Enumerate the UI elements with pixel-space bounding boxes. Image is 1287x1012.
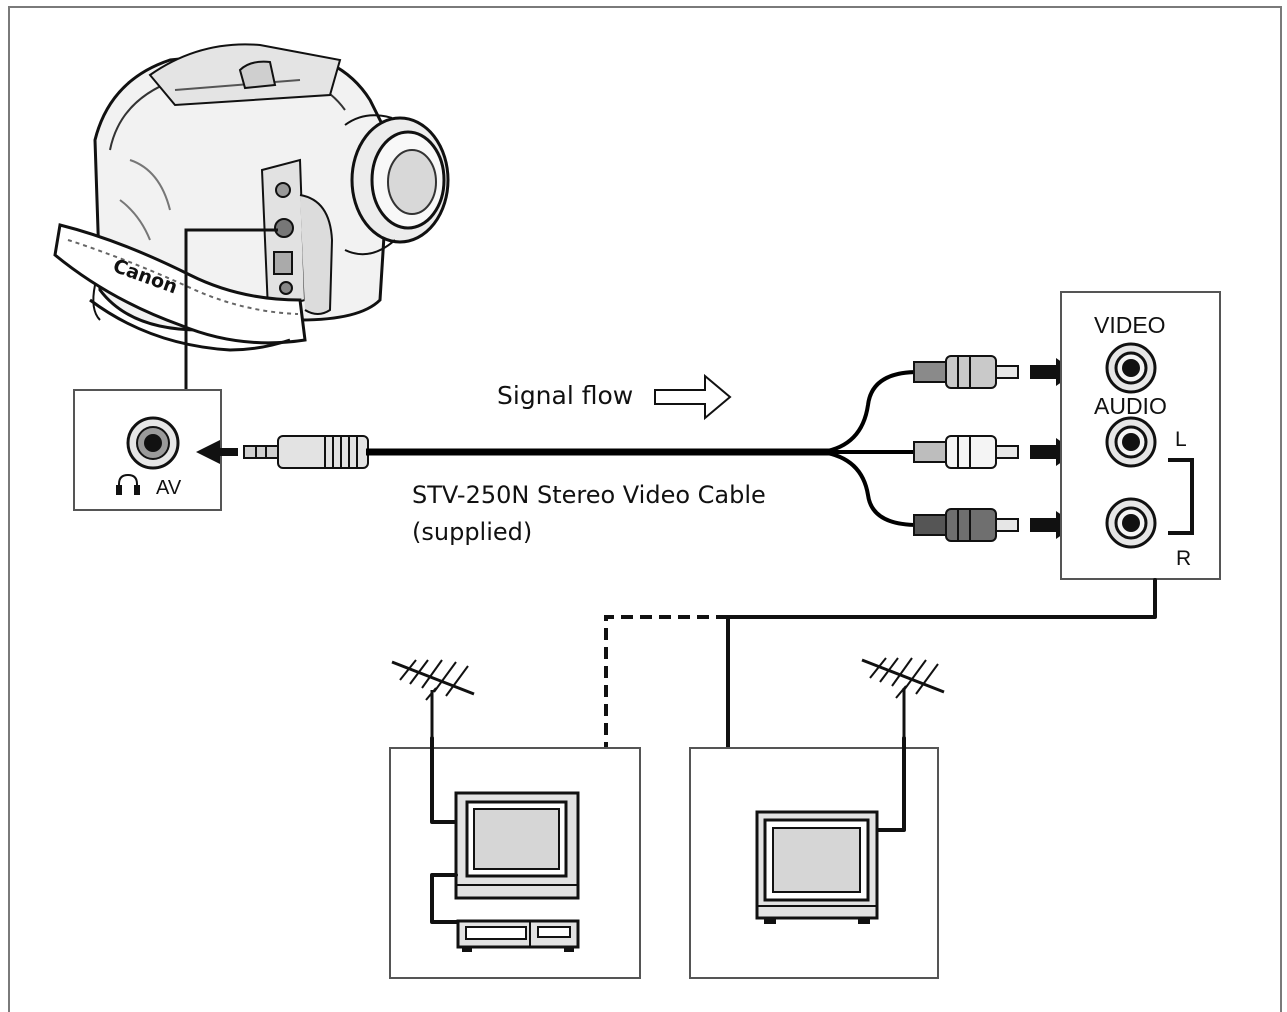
av-port-leader-line bbox=[184, 228, 278, 392]
vcr-icon bbox=[456, 919, 580, 952]
headphones-icon bbox=[116, 473, 140, 495]
audio-right-label: R bbox=[1176, 547, 1191, 570]
tv-input-panel: VIDEO AUDIO L R bbox=[1060, 291, 1221, 580]
av-input-arrow bbox=[196, 440, 238, 464]
tv-left-icon bbox=[454, 791, 580, 900]
rca-plug-video bbox=[913, 355, 1019, 389]
audio-input-label: AUDIO bbox=[1094, 393, 1167, 419]
av-port-label: AV bbox=[156, 477, 182, 499]
antenna-right-icon bbox=[861, 657, 945, 740]
cable-name-label: STV-250N Stereo Video Cable bbox=[412, 481, 766, 509]
av-terminal-box: AV bbox=[73, 389, 222, 511]
tv-right-icon bbox=[755, 810, 879, 924]
audio-left-label: L bbox=[1175, 428, 1187, 451]
stereo-bracket bbox=[1168, 458, 1194, 535]
rca-plug-audio-left bbox=[913, 435, 1019, 469]
signal-flow-label: Signal flow bbox=[497, 381, 633, 410]
rca-plug-audio-right bbox=[913, 508, 1019, 542]
camcorder-illustration: Canon bbox=[53, 43, 450, 352]
antenna-left-icon bbox=[391, 659, 475, 740]
video-input-label: VIDEO bbox=[1094, 312, 1166, 338]
cable-supplied-note: (supplied) bbox=[412, 518, 532, 546]
signal-flow-arrow-icon bbox=[654, 373, 732, 421]
